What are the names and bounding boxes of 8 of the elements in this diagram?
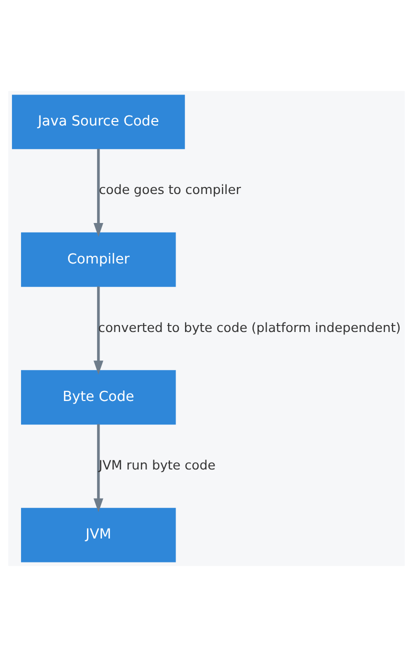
edge-label: code goes to compiler	[98, 182, 241, 198]
arrow	[94, 286, 104, 374]
node-box: JVM	[21, 507, 176, 562]
arrow	[94, 148, 104, 236]
arrow	[94, 424, 104, 512]
node-box: Compiler	[21, 232, 176, 286]
node-box: Java Source Code	[12, 94, 185, 149]
node-box: Byte Code	[21, 370, 176, 424]
